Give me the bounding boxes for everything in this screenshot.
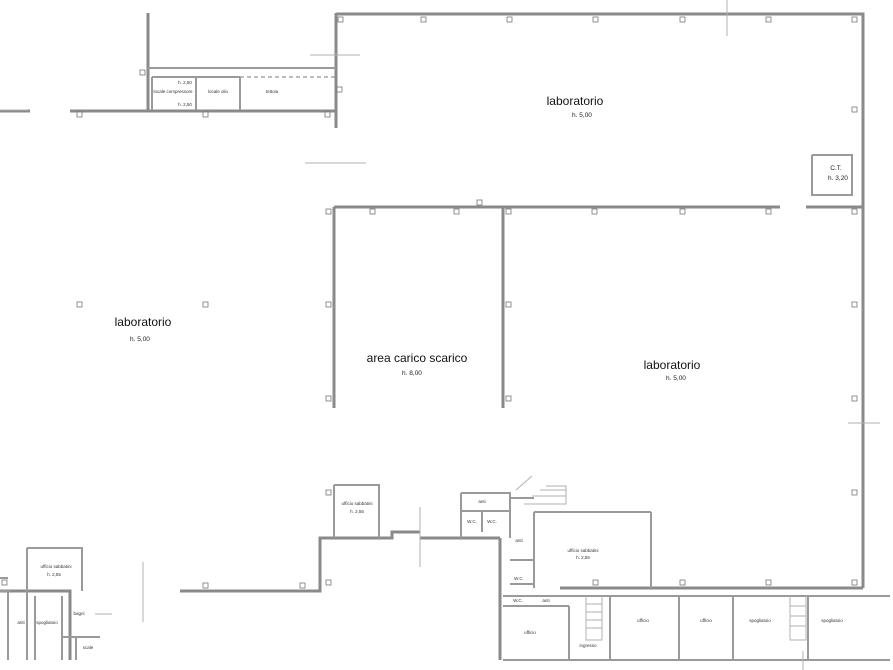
structural-columns bbox=[1, 16, 858, 589]
room-height: h. 3,20 bbox=[828, 175, 848, 182]
room-name: laboratorio bbox=[644, 358, 701, 372]
room-name: bagni bbox=[73, 611, 84, 616]
room-name: laboratorio bbox=[547, 94, 604, 108]
room-name: tettoia bbox=[266, 89, 279, 94]
room-height: h. 5,00 bbox=[572, 112, 592, 119]
room-height: h. 2,50 bbox=[178, 102, 192, 107]
room-name: W.C. bbox=[514, 576, 524, 581]
room-height: h. 8,00 bbox=[402, 370, 422, 377]
room-height: h. 2,55 bbox=[350, 509, 364, 514]
room-name: C.T. bbox=[830, 165, 842, 172]
room-name: spogliatoio bbox=[36, 620, 58, 625]
room-name: locale compressore bbox=[153, 89, 193, 94]
room-name: scale bbox=[83, 645, 94, 650]
room-name: ufficio bbox=[700, 618, 712, 623]
room-name: locale olio bbox=[208, 89, 229, 94]
room-name: W.C. bbox=[467, 519, 477, 524]
room-height: h. 5,00 bbox=[666, 375, 686, 382]
room-name: ufficio bbox=[637, 618, 649, 623]
room-name: spogliatoio bbox=[749, 618, 771, 623]
room-height: h. 2,55 bbox=[576, 555, 590, 560]
room-name: area carico scarico bbox=[367, 351, 468, 365]
room-name: W.C. bbox=[513, 598, 523, 603]
room-name: anti bbox=[17, 620, 24, 625]
room-name: anti bbox=[515, 538, 522, 543]
room-name: spogliatoio bbox=[821, 618, 843, 623]
room-name: ufficio bbox=[524, 630, 536, 635]
room-name: ufficio sabbatini bbox=[342, 501, 373, 506]
perimeter-walls bbox=[0, 12, 890, 661]
room-name: laboratorio bbox=[115, 315, 172, 329]
room-name: ingresso bbox=[579, 643, 597, 648]
room-name: anti bbox=[478, 499, 485, 504]
room-name: anti bbox=[542, 598, 549, 603]
room-height: h. 2,55 bbox=[47, 572, 61, 577]
room-name: ufficio sabbatini bbox=[568, 548, 599, 553]
stairs bbox=[524, 485, 807, 641]
room-name: ufficio sabbatini bbox=[41, 564, 72, 569]
room-name: W.C. bbox=[487, 519, 497, 524]
room-height: h. 5,00 bbox=[130, 336, 150, 343]
room-height: h. 2,50 bbox=[178, 80, 192, 85]
room-labels: laboratorio h. 5,00 laboratorio h. 5,00 … bbox=[17, 80, 848, 650]
